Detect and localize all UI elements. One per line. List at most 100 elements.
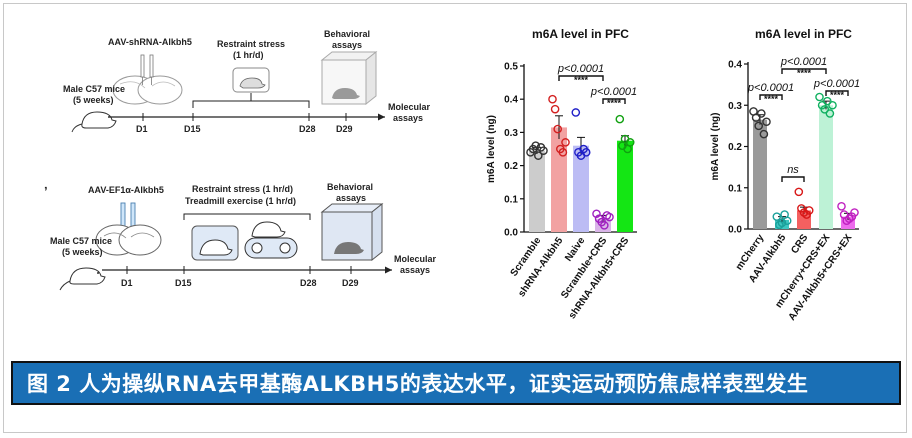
data-point [820, 105, 829, 114]
data-point [815, 92, 824, 102]
bar [551, 127, 567, 232]
day-label: D29 [342, 278, 359, 288]
data-point [823, 96, 832, 106]
data-point [837, 202, 846, 211]
stress-label-line1: Restraint stress [217, 39, 285, 49]
significance-bracket [825, 90, 849, 96]
data-point [599, 221, 609, 230]
stress-label-line1: Restraint stress (1 hr/d) [192, 184, 293, 194]
experiment-timelines: AAV-shRNA-Alkbh5 Male C57 mice (5 weeks)… [44, 29, 437, 291]
day-label: D1 [121, 278, 133, 288]
subject-label-line2: (5 weeks) [73, 95, 114, 105]
significance-stars: **** [830, 90, 845, 100]
behavior-box-icon [320, 202, 384, 262]
p-value-label: p<0.0001 [590, 86, 637, 98]
y-tick-label: 0.0 [504, 228, 518, 239]
p-value-label: p<0.0001 [780, 56, 827, 68]
data-point [561, 138, 570, 147]
data-point [842, 216, 851, 226]
data-point [550, 104, 560, 114]
data-point [782, 216, 792, 226]
caption-text: 图 2 人为操纵RNA去甲基酶ALKBH5的表达水平，证实运动预防焦虑样表型发生 [27, 372, 809, 396]
significance-stars: **** [574, 75, 589, 85]
y-tick-label: 0.4 [728, 60, 742, 71]
treadmill-icon [244, 221, 298, 259]
bar [819, 105, 833, 229]
behavior-label-line1: Behavioral [324, 29, 370, 39]
stress-label-line2: Treadmill exercise (1 hr/d) [185, 196, 296, 206]
mouse-icon [59, 267, 106, 291]
significance-stars: **** [797, 68, 812, 78]
data-point [571, 108, 581, 117]
syringe-icon [140, 54, 154, 85]
data-point [592, 209, 601, 219]
figure-caption: 图 2 人为操纵RNA去甲基酶ALKBH5的表达水平，证实运动预防焦虑样表型发生 [11, 361, 901, 405]
subject-label-line1: Male C57 mice [63, 84, 125, 94]
bar [529, 150, 545, 232]
significance-bracket [781, 68, 827, 74]
data-point [615, 114, 625, 124]
injection-label: AAV-shRNA-Alkbh5 [108, 37, 192, 47]
significance-bracket [602, 98, 626, 104]
day-label: D15 [175, 278, 192, 288]
significance-bracket [781, 176, 805, 182]
data-point [558, 148, 568, 157]
data-point [534, 151, 543, 160]
restrainer-icon [191, 225, 239, 261]
data-point [825, 109, 835, 118]
brain-icon [95, 224, 162, 256]
data-point [775, 220, 784, 230]
significance-stars: **** [607, 98, 622, 108]
y-tick-label: 0.2 [728, 142, 742, 153]
data-point [759, 129, 769, 139]
day-label: D28 [300, 278, 317, 288]
y-axis-label: m6A level (ng) [710, 113, 721, 181]
x-tick-label: CRS [789, 232, 810, 256]
figure-frame [3, 3, 907, 433]
significance-stars: **** [764, 94, 779, 104]
stress-label-line2: (1 hr/d) [233, 50, 264, 60]
p-value-label: ns [787, 164, 799, 176]
data-point [762, 117, 771, 127]
day-label: D29 [336, 124, 353, 134]
data-point [757, 109, 766, 118]
y-tick-label: 0.4 [504, 95, 518, 106]
data-point [754, 121, 764, 131]
bar [797, 210, 811, 229]
data-point [548, 94, 557, 104]
data-point [553, 124, 562, 134]
y-tick-label: 0.1 [504, 194, 518, 205]
subject-label-line2: (5 weeks) [62, 247, 103, 257]
data-point [828, 100, 837, 110]
brain-icon [112, 75, 183, 105]
behavior-label-line1: Behavioral [327, 182, 373, 192]
molecular-label-line1: Molecular [394, 254, 437, 264]
panel-marker: ʼ [44, 184, 48, 199]
molecular-label-line2: assays [393, 113, 423, 123]
day-label: D28 [299, 124, 316, 134]
data-point [777, 218, 787, 228]
data-point [581, 148, 591, 157]
data-point [605, 212, 614, 222]
y-tick-label: 0.1 [728, 183, 742, 194]
p-value-label: p<0.0001 [813, 78, 860, 90]
bar [753, 119, 767, 229]
data-point [844, 214, 854, 223]
mouse-icon [71, 111, 117, 133]
behavior-box-icon [320, 50, 378, 106]
chart-title: m6A level in PFC [532, 27, 629, 41]
day-label: D1 [136, 124, 148, 134]
injection-label: AAV-EF1α-Alkbh5 [88, 185, 164, 195]
significance-bracket [759, 94, 783, 100]
data-point [531, 141, 540, 150]
molecular-label-line2: assays [400, 265, 430, 275]
day-label: D15 [184, 124, 201, 134]
timeline-1: AAV-shRNA-Alkbh5 Male C57 mice (5 weeks)… [63, 29, 431, 134]
data-point [772, 212, 782, 221]
subject-label-line1: Male C57 mice [50, 236, 112, 246]
y-axis-label: m6A level (ng) [486, 115, 497, 183]
y-tick-label: 0.3 [504, 128, 518, 139]
data-point [804, 206, 814, 215]
